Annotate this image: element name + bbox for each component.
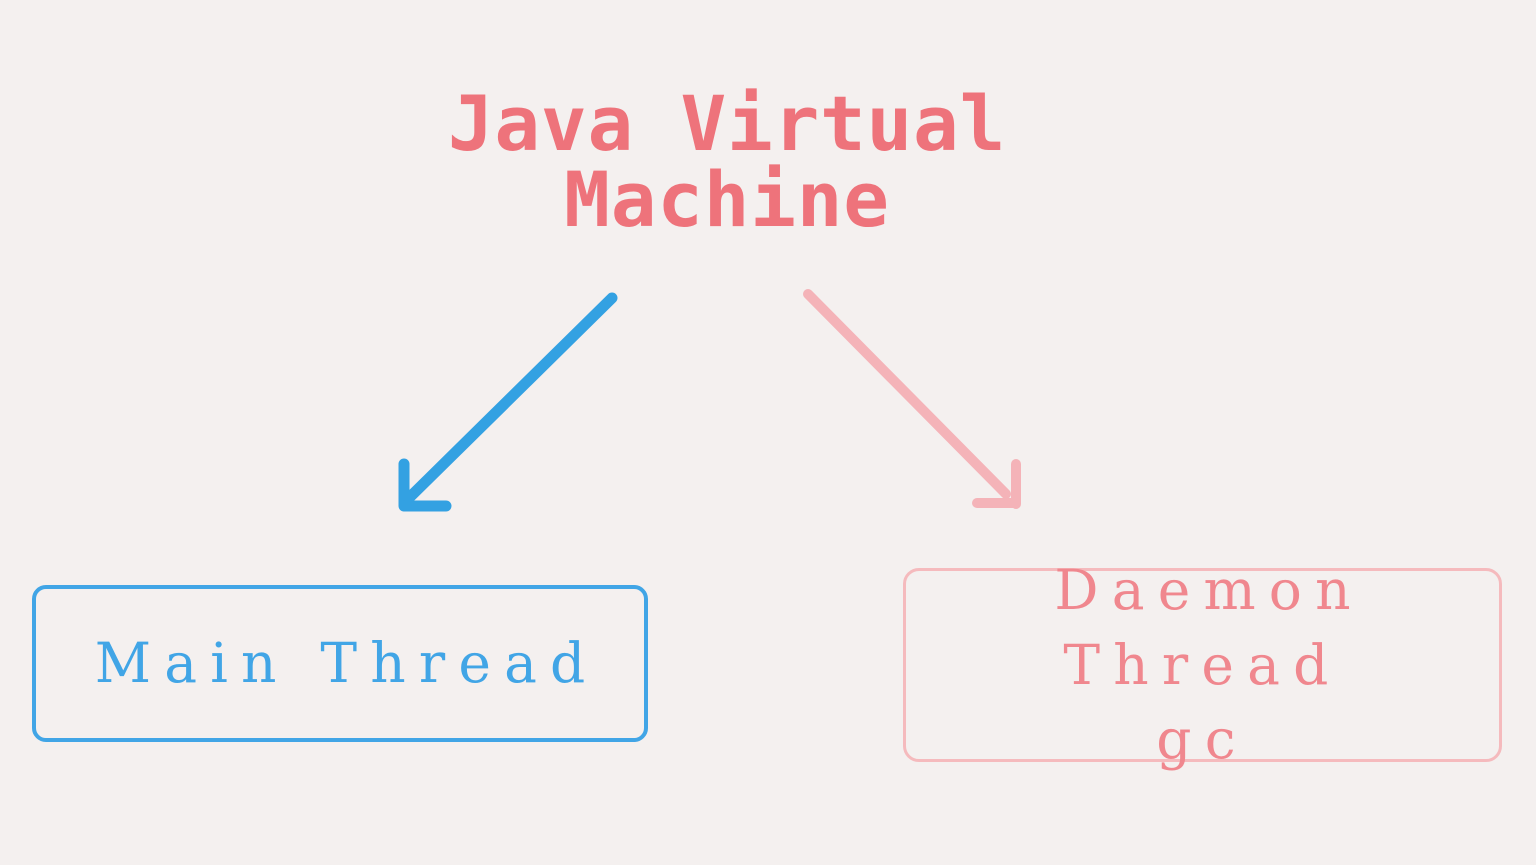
diagram-title: Java Virtual Machine [447, 79, 1007, 244]
arrow-jvm-to-daemon-thread [803, 289, 1021, 509]
arrow-jvm-to-main-thread [398, 292, 618, 512]
node-daemon-thread: Daemon Thread gc [903, 558, 1502, 771]
node-daemon-thread-label: Daemon Thread gc [1054, 557, 1364, 772]
node-main-thread-label: Main Thread [94, 631, 599, 696]
node-main-thread: Main Thread [32, 585, 648, 742]
